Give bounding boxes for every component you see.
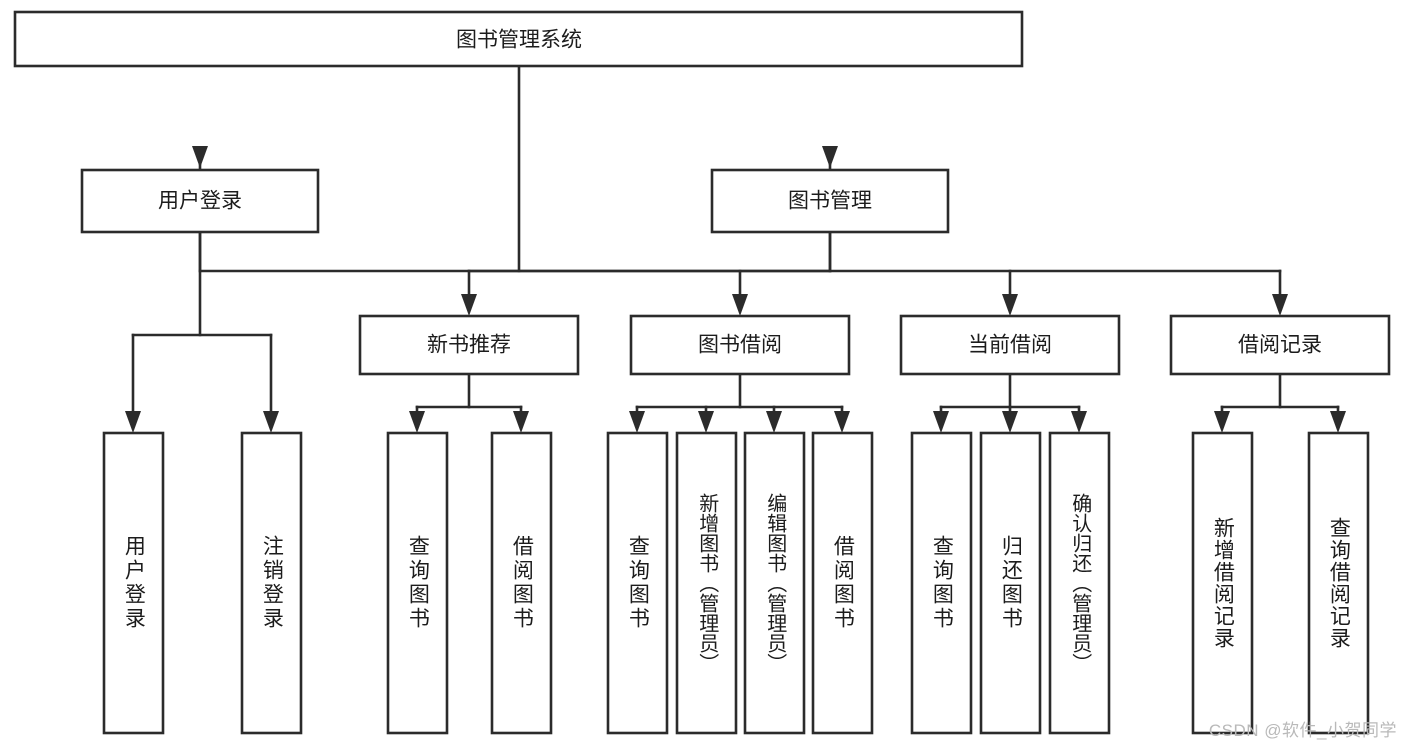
edge-root-to-level1 [192, 64, 838, 273]
node-borrow-records[interactable] [1169, 314, 1391, 376]
node-root-label: 图书管理系统 [456, 29, 582, 52]
leaf-current-borrow-1[interactable] [910, 431, 973, 735]
node-book-management[interactable] [710, 168, 950, 234]
node-borrow-records-label: 借阅记录 [1238, 334, 1322, 357]
leaf-current-borrow-2[interactable] [979, 431, 1042, 735]
edge-userlogin-to-children [125, 230, 279, 433]
leaf-borrow-records-1[interactable] [1191, 431, 1254, 735]
node-new-book-recommend[interactable] [358, 314, 580, 376]
watermark-text: CSDN @软件_小贺同学 [1208, 721, 1397, 740]
node-current-borrow[interactable] [899, 314, 1121, 376]
node-current-borrow-label: 当前借阅 [968, 334, 1052, 357]
leaf-borrow-records-2[interactable] [1307, 431, 1370, 735]
leaf-book-borrow-3[interactable] [743, 431, 806, 735]
leaf-new-book-2[interactable] [490, 431, 553, 735]
edge-records-to-children [1214, 372, 1346, 433]
node-root[interactable] [13, 10, 1024, 68]
node-book-borrow-label: 图书借阅 [698, 334, 782, 357]
leaf-book-borrow-1[interactable] [606, 431, 669, 735]
leaf-book-borrow-2[interactable] [675, 431, 738, 735]
leaf-user-login-2[interactable] [240, 431, 303, 735]
node-book-management-label: 图书管理 [788, 190, 872, 213]
edge-borrow-to-children [629, 372, 850, 433]
node-book-borrow[interactable] [629, 314, 851, 376]
node-new-book-recommend-label: 新书推荐 [427, 334, 511, 357]
leaf-new-book-1[interactable] [386, 431, 449, 735]
leaf-book-borrow-4[interactable] [811, 431, 874, 735]
edge-current-to-children [933, 372, 1087, 433]
edge-newbook-to-children [409, 372, 529, 433]
node-user-login[interactable] [80, 168, 320, 234]
edge-bookmgmt-to-level2 [461, 230, 1288, 316]
leaf-current-borrow-3[interactable] [1048, 431, 1111, 735]
leaf-user-login-1[interactable] [102, 431, 165, 735]
node-user-login-label: 用户登录 [158, 190, 242, 213]
